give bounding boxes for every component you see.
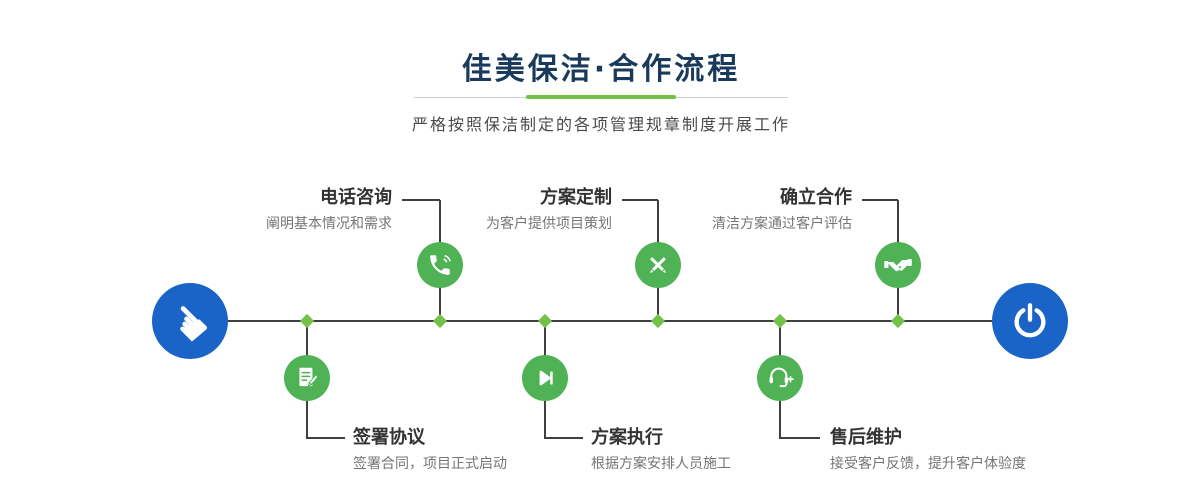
step-marker — [432, 313, 448, 329]
page-subtitle: 严格按照保洁制定的各项管理规章制度开展工作 — [411, 115, 790, 134]
step-node-execute — [522, 355, 568, 401]
customer-service-icon — [769, 367, 794, 388]
connector-line — [402, 199, 440, 201]
step-node-handshake — [875, 242, 921, 288]
step-node-aftersales — [757, 355, 803, 401]
step-sign-label: 签署协议 签署合同，项目正式启动 — [353, 426, 603, 474]
connector-line — [545, 437, 583, 439]
connector-line — [439, 200, 441, 244]
step-execute-label: 方案执行 根据方案安排人员施工 — [591, 426, 841, 474]
connector-line — [897, 200, 899, 244]
step-marker — [772, 313, 788, 329]
connector-line — [862, 199, 898, 201]
handshake-icon — [884, 259, 912, 272]
phone-icon — [430, 255, 451, 275]
step-node-phone — [417, 242, 463, 288]
connector-line — [306, 322, 308, 378]
connector-line — [439, 265, 441, 322]
step-desc: 根据方案安排人员施工 — [591, 456, 731, 472]
step-aftersales-label: 售后维护 接受客户反馈，提升客户体验度 — [830, 426, 1090, 474]
hand-pointer-icon: ☚ — [155, 289, 223, 357]
step-marker — [890, 313, 906, 329]
start-node: ☚ — [152, 283, 228, 359]
step-desc: 阐明基本情况和需求 — [266, 216, 392, 232]
step-node-design — [635, 242, 681, 288]
step-marker — [299, 313, 315, 329]
step-title: 方案执行 — [591, 427, 663, 448]
step-marker — [650, 313, 666, 329]
sign-document-icon — [299, 367, 319, 387]
connector-line — [622, 199, 658, 201]
step-desc: 为客户提供项目策划 — [486, 216, 612, 232]
connector-line — [544, 322, 546, 378]
connector-line — [306, 399, 308, 439]
connector-line — [780, 437, 820, 439]
page-title: 佳美保洁·合作流程 — [461, 52, 741, 87]
step-title: 售后维护 — [830, 427, 902, 448]
step-marker — [537, 313, 553, 329]
design-tools-icon — [650, 257, 666, 273]
step-desc: 清洁方案通过客户评估 — [712, 216, 852, 232]
step-title: 签署协议 — [353, 427, 425, 448]
connector-line — [657, 200, 659, 244]
connector-line — [779, 322, 781, 378]
step-title: 电话咨询 — [320, 187, 392, 208]
process-line — [190, 320, 1032, 322]
step-node-sign — [284, 355, 330, 401]
step-title: 确立合作 — [780, 187, 852, 208]
connector-line — [544, 399, 546, 439]
step-design-label: 方案定制 为客户提供项目策划 — [412, 186, 612, 234]
connector-line — [307, 437, 345, 439]
step-desc: 签署合同，项目正式启动 — [353, 456, 507, 472]
step-title: 方案定制 — [540, 187, 612, 208]
connector-line — [897, 265, 899, 322]
end-node — [992, 283, 1068, 359]
title-divider-accent — [526, 95, 676, 99]
step-desc: 接受客户反馈，提升客户体验度 — [830, 456, 1026, 472]
play-next-icon — [539, 370, 553, 386]
power-icon — [1014, 303, 1046, 338]
connector-line — [779, 399, 781, 439]
step-phone-label: 电话咨询 阐明基本情况和需求 — [192, 186, 392, 234]
step-cooperation-label: 确立合作 清洁方案通过客户评估 — [652, 186, 852, 234]
connector-line — [657, 265, 659, 322]
